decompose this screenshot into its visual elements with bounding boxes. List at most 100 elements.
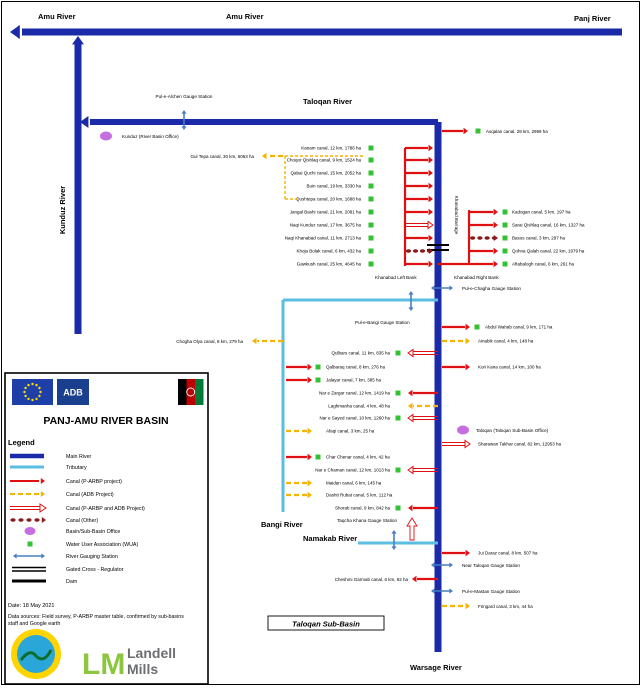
main-left-canal-5-arrowhead [407, 413, 414, 423]
canal-label-left-bank-8: Khoja Bolak canal, 6 km, 432 ha [296, 249, 361, 254]
main-left-canal-4-arrowhead [408, 402, 413, 410]
eu-flag-star [35, 383, 38, 387]
left-bank-canal-8-dot [419, 249, 426, 253]
gauge-pul-e-bangi-up-head [408, 291, 414, 295]
canal-label-main-left-3: Nar e Zargar canal, 12 km, 1419 ha [319, 391, 391, 396]
afghan-flag-green [195, 379, 204, 405]
sub-basin-title: Taloqan Sub-Basin [292, 620, 360, 629]
canal-label-chogha-olya: Chogha Olya canal, 8 km, 279 ha [176, 339, 243, 344]
main-left-canal-6-arrowhead [307, 427, 312, 435]
wua-right-bank-0 [502, 209, 508, 215]
right-bank-canal-4-arrowhead [493, 260, 498, 268]
left-bank-canal-2-arrowhead [428, 169, 433, 177]
wua-right-bank-4 [502, 261, 508, 267]
canal-label-left-bank-1: Choqor Qishlaq canal, 9 km, 1524 ha [287, 158, 362, 163]
shorab-canal-arrow [406, 517, 418, 541]
legend-symbol-canal-adb-head [40, 491, 45, 497]
legend-symbol-canal-other-dot [18, 518, 24, 522]
panel-date: Date: 18 May 2021 [8, 603, 54, 609]
landell-mills-lm: LM [82, 648, 125, 681]
legend-label-0: Main River [66, 454, 92, 460]
asqalan-canal-arrowhead [463, 127, 468, 135]
canal-label-main-left-10: Dashti Rubat canal, 5 km, 112 ha [326, 493, 393, 498]
canal-label-right-bank-4: Aftabalogh canal, 6 km, 261 ha [512, 262, 575, 267]
legend-symbol-canal-other-dot [10, 518, 16, 522]
wua-right-bank-1 [502, 222, 508, 228]
canal-label-asqalan: Asqalan canal, 28 km, 2999 ha [486, 129, 548, 134]
cheshmi-garmab-canal-arrowhead [412, 575, 417, 583]
canal-label-cheshmi-garmab: Cheshmi Garmab canal, 6 km, 92 ha [335, 577, 409, 582]
eu-flag-star [38, 394, 41, 398]
left-bank-canal-9-arrowhead [428, 260, 433, 268]
basin-emblem-river [19, 649, 53, 661]
canal-label-right-bank-0: Kadogan canal, 5 km, 197 ha [512, 210, 571, 215]
right-bank-label: Khanabad Right Bank [454, 275, 499, 280]
canal-label-main-left-9: Maidan canal, 6 km, 145 ha [326, 481, 382, 486]
legend-symbol-office [24, 527, 36, 535]
canal-label-left-bank-6: Naqi Kunduz canal, 17 km, 3675 ha [290, 223, 362, 228]
gauge-pul-e-chagha-right-head [449, 285, 453, 291]
wua-left-bank-0 [368, 145, 374, 151]
legend-symbol-wua [27, 541, 33, 547]
legend-symbol-canal-other-dot [34, 518, 40, 522]
right-bank-canal-3-arrowhead [493, 247, 498, 255]
legend-symbol-gauge-right [41, 553, 45, 559]
main-right-canal-0-arrowhead [465, 323, 470, 331]
main-right-canal-4-arrowhead [465, 549, 470, 557]
afghan-flag-black [178, 379, 187, 405]
wua-left-bank-8 [368, 248, 374, 254]
river-label-amu-mid: Amu River [226, 12, 264, 21]
canal-label-main-right-3: Sharawan Takhar canal, 82 km, 12953 ha [478, 442, 561, 447]
panel-sources: Data sources: Field survey, P-ARBP maste… [8, 614, 184, 627]
canal-label-left-bank-4: Qushtepa canal, 20 km, 1688 ha [296, 197, 362, 202]
adb-logo-text: ADB [63, 388, 83, 398]
sub-basin-title-box [267, 615, 385, 631]
main-right-canal-1-arrowhead [465, 337, 470, 345]
main-left-canal-7-arrowhead [307, 453, 312, 461]
gauge-taqcha-khana-down-head [391, 546, 397, 550]
wua-main-left-0 [395, 350, 401, 356]
main-left-canal-2-arrowhead [307, 376, 312, 384]
wua-main-left-5 [395, 415, 401, 421]
wua-main-left-8 [395, 467, 401, 473]
canal-label-right-bank-3: Qohna Qalah canal, 22 km, 1979 ha [512, 249, 585, 254]
wua-left-bank-3 [368, 183, 374, 189]
eu-flag-star [24, 386, 27, 390]
canal-label-left-bank-0: Kanam canal, 12 km, 1786 ha [301, 146, 361, 151]
eu-flag-star [27, 383, 30, 387]
wua-main-left-2 [315, 377, 321, 383]
wua-main-left-11 [395, 505, 401, 511]
legend-symbol-canal-other-dot [26, 518, 32, 522]
canal-label-fringard: Fringard canal, 3 km, 44 ha [478, 604, 533, 609]
right-bank-canal-2-dot [484, 236, 490, 240]
river-label-panj: Panj River [574, 14, 611, 23]
legend-label-10: Dam [66, 579, 78, 585]
gauge-label-pul-e-alchen: Pul-e-Alchen Gauge Station [156, 94, 213, 99]
canal-label-main-right-1: Ainabik canal, 4 km, 148 ha [478, 339, 534, 344]
gauge-label-near-taloqan: Near Taloqan Gauge Station [462, 563, 520, 568]
right-bank-canal-2-dot [470, 236, 476, 240]
eu-flag-star [24, 394, 27, 398]
canal-label-left-bank-5: Jangal Bashi canal, 21 km, 2081 ha [290, 210, 362, 215]
office-label-kunduz: Kunduz (River Basin Office) [122, 134, 179, 139]
barrage-label: Khanabad Barrage [454, 196, 459, 235]
fringard-canal-arrowhead [465, 602, 470, 610]
legend-heading: Legend [8, 438, 35, 447]
canal-label-left-bank-7: Naqi Khanabad canal, 11 km, 2713 ha [285, 236, 362, 241]
gauge-pul-e-mastan-right-head [449, 588, 453, 594]
left-bank-label: Khanabad Left Bank [375, 275, 417, 280]
gauge-label-taqcha-khana: Taqcha Khana Gauge Station [337, 518, 397, 523]
river-label-namakab: Namakab River [303, 534, 357, 543]
taloqan-office-marker [457, 425, 469, 435]
main-right-canal-2-arrowhead [465, 363, 470, 371]
eu-flag-star [35, 397, 38, 401]
afghan-flag-red [186, 379, 195, 405]
canal-label-gul-tepa: Gul Tepa canal, 30 km, 6063 ha [191, 154, 255, 159]
gauge-pul-e-mastan-left-head [431, 588, 435, 594]
canal-label-main-left-1: Qalbaraq canal, 8 km, 276 ha [326, 365, 386, 370]
kunduz-river-arrowhead [72, 36, 84, 45]
right-bank-canal-1-arrowhead [493, 221, 498, 229]
legend-symbol-canal-other-head [41, 517, 46, 523]
kunduz-office-marker [100, 131, 112, 141]
